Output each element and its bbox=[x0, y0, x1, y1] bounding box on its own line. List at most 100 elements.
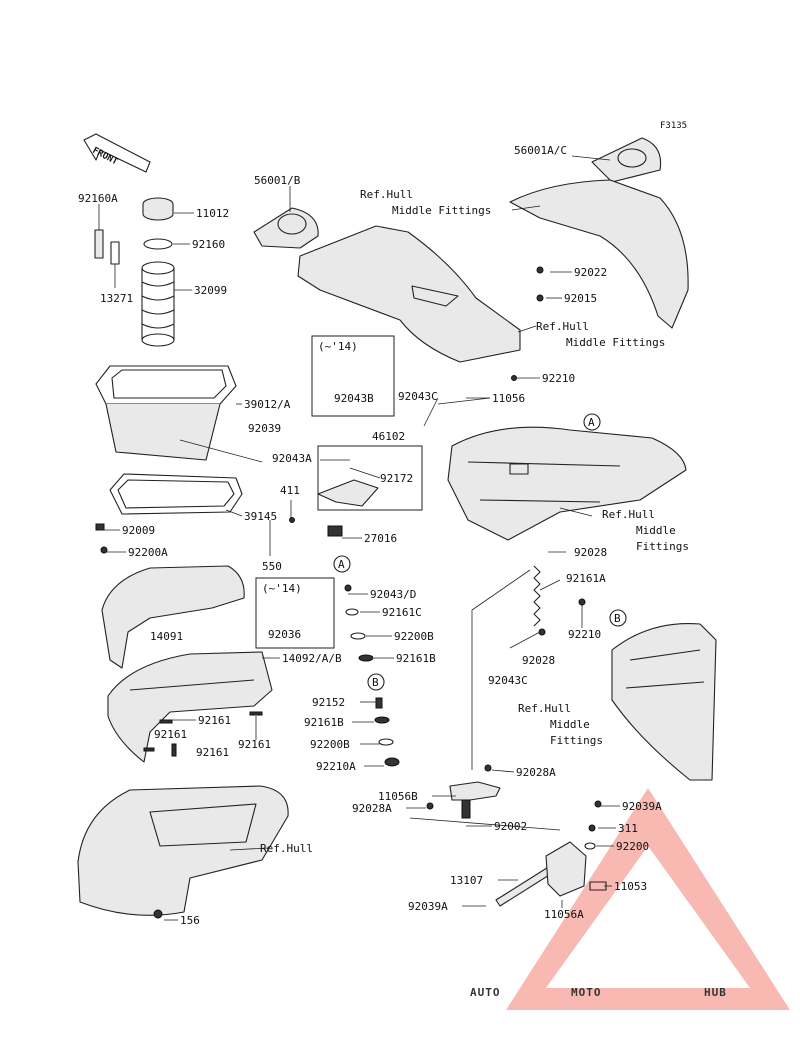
watermark: AUTO MOTO HUB bbox=[470, 788, 790, 1010]
figure-code: F3135 bbox=[660, 121, 687, 131]
part-label-14092AB: 14092/A/B bbox=[282, 652, 342, 665]
cap-drawing bbox=[142, 197, 174, 221]
part-label-92043D: 92043/D bbox=[370, 588, 416, 601]
middle-fitting-upper-drawing bbox=[297, 225, 521, 363]
ref-hull-1-line1: Ref.Hull bbox=[360, 188, 413, 201]
part-label-92210A: 92210A bbox=[316, 760, 356, 773]
ref-hull-5: Ref.Hull bbox=[260, 842, 313, 855]
middle-fitting-center-drawing bbox=[447, 426, 687, 541]
part-label-92028A-right: 92028A bbox=[516, 766, 556, 779]
assembly-box-46102 bbox=[317, 445, 423, 511]
variant-box-1-label: (~'14) bbox=[318, 340, 358, 353]
ref-hull-3-line3: Fittings bbox=[636, 540, 689, 553]
svg-text:B: B bbox=[614, 612, 621, 625]
part-label-92039: 92039 bbox=[248, 422, 281, 435]
gasket-drawing bbox=[143, 238, 173, 250]
part-label-92160A: 92160A bbox=[78, 192, 118, 205]
callout-b-mid: B bbox=[367, 673, 385, 691]
part-label-56001AC: 56001A/C bbox=[514, 144, 567, 157]
front-arrow-icon: FRONT bbox=[83, 133, 151, 173]
part-label-92152: 92152 bbox=[312, 696, 345, 709]
panel-14092-drawing bbox=[107, 651, 273, 763]
variant-box-2-label: (~'14) bbox=[262, 582, 302, 595]
part-label-11053: 11053 bbox=[614, 880, 647, 893]
ref-hull-3-line1: Ref.Hull bbox=[602, 508, 655, 521]
leader-lines bbox=[98, 155, 620, 921]
variant-box-2 bbox=[255, 577, 335, 649]
part-label-92043B: 92043B bbox=[334, 392, 374, 405]
ref-hull-4-line1: Ref.Hull bbox=[518, 702, 571, 715]
watermark-auto: AUTO bbox=[470, 986, 501, 999]
part-label-92172: 92172 bbox=[380, 472, 413, 485]
part-label-92161-c: 92161 bbox=[196, 746, 229, 759]
part-label-92022: 92022 bbox=[574, 266, 607, 279]
part-label-92028A-left: 92028A bbox=[352, 802, 392, 815]
part-label-411: 411 bbox=[280, 484, 300, 497]
watermark-moto: MOTO bbox=[571, 986, 602, 999]
vent-56001AC-drawing bbox=[591, 137, 662, 183]
part-label-39145: 39145 bbox=[244, 510, 277, 523]
storage-bin-drawing bbox=[95, 365, 237, 461]
part-label-92039A-top: 92039A bbox=[622, 800, 662, 813]
part-label-92161-a: 92161 bbox=[198, 714, 231, 727]
callout-b-right: B bbox=[609, 609, 627, 627]
hull-cover-drawing bbox=[77, 785, 289, 916]
part-label-14091: 14091 bbox=[150, 630, 183, 643]
part-label-156: 156 bbox=[180, 914, 200, 927]
part-label-92200A: 92200A bbox=[128, 546, 168, 559]
part-label-92210-mid: 92210 bbox=[568, 628, 601, 641]
seal-drawing bbox=[109, 473, 243, 515]
watermark-hub: HUB bbox=[704, 986, 727, 999]
ref-hull-4-line2: Middle bbox=[550, 718, 590, 731]
part-label-11056B: 11056B bbox=[378, 790, 418, 803]
part-label-92161C: 92161C bbox=[382, 606, 422, 619]
latch-drawing bbox=[449, 781, 501, 819]
callout-a-mid: A bbox=[333, 555, 351, 573]
middle-fitting-b-drawing bbox=[611, 622, 717, 781]
part-label-92160: 92160 bbox=[192, 238, 225, 251]
bracket-11056A-drawing bbox=[545, 841, 587, 897]
ref-hull-2-line2: Middle Fittings bbox=[566, 336, 665, 349]
part-label-92039A-low: 92039A bbox=[408, 900, 448, 913]
strap-drawing bbox=[94, 229, 104, 259]
middle-fitting-right-drawing bbox=[509, 179, 689, 329]
ref-hull-1-line2: Middle Fittings bbox=[392, 204, 491, 217]
part-label-92028-top: 92028 bbox=[574, 546, 607, 559]
part-label-46102: 46102 bbox=[372, 430, 405, 443]
part-label-32099: 32099 bbox=[194, 284, 227, 297]
part-label-92161A: 92161A bbox=[566, 572, 606, 585]
svg-text:A: A bbox=[588, 416, 595, 429]
part-label-92200: 92200 bbox=[616, 840, 649, 853]
part-label-92015: 92015 bbox=[564, 292, 597, 305]
svg-text:FRONT: FRONT bbox=[91, 146, 120, 168]
part-label-92161B-top: 92161B bbox=[396, 652, 436, 665]
part-label-92036: 92036 bbox=[268, 628, 301, 641]
lever-drawing bbox=[317, 479, 379, 537]
part-label-92200B-top: 92200B bbox=[394, 630, 434, 643]
part-label-92161B-low: 92161B bbox=[304, 716, 344, 729]
part-label-92002: 92002 bbox=[494, 820, 527, 833]
part-label-39012A: 39012/A bbox=[244, 398, 291, 411]
part-label-11012: 11012 bbox=[196, 207, 229, 220]
part-label-92161-d: 92161 bbox=[238, 738, 271, 751]
variant-box-1 bbox=[311, 335, 395, 417]
part-label-56001B: 56001/B bbox=[254, 174, 301, 187]
part-label-550: 550 bbox=[262, 560, 282, 573]
spring-drawing bbox=[533, 565, 541, 627]
hardware-drawing bbox=[95, 266, 607, 919]
part-label-11056A: 11056A bbox=[544, 908, 584, 921]
part-label-27016: 27016 bbox=[364, 532, 397, 545]
part-label-311: 311 bbox=[618, 822, 638, 835]
part-label-92210-top: 92210 bbox=[542, 372, 575, 385]
clip-drawing bbox=[110, 241, 120, 265]
part-label-92043A: 92043A bbox=[272, 452, 312, 465]
part-labels: 92160A 11012 92160 13271 32099 56001/B 5… bbox=[78, 144, 662, 927]
callout-a-top: A bbox=[583, 413, 601, 431]
ref-hull-4-line3: Fittings bbox=[550, 734, 603, 747]
part-label-13107: 13107 bbox=[450, 874, 483, 887]
panel-14091-drawing bbox=[101, 565, 245, 669]
part-label-11056: 11056 bbox=[492, 392, 525, 405]
svg-text:A: A bbox=[338, 558, 345, 571]
part-label-13271: 13271 bbox=[100, 292, 133, 305]
